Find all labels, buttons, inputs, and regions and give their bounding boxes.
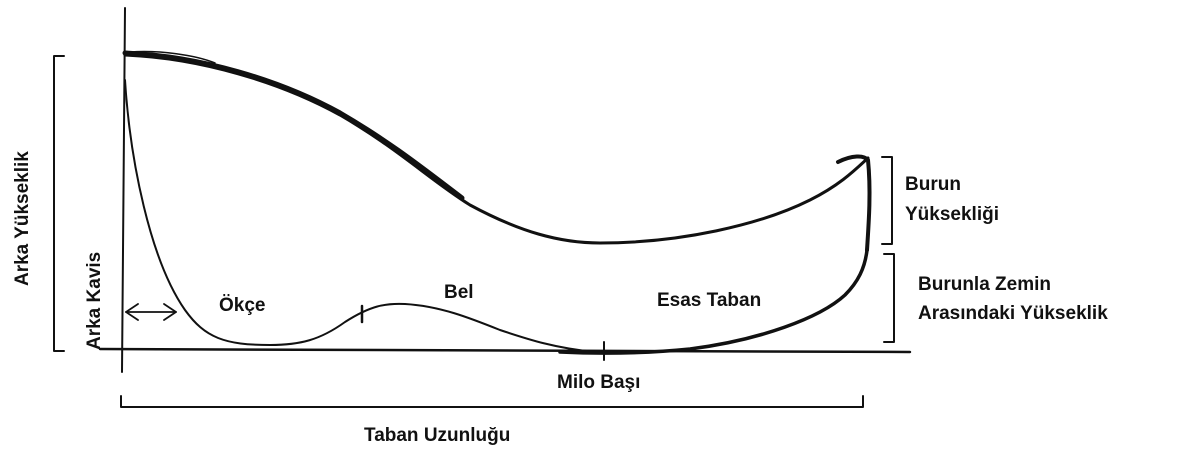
arka-yukseklik-bracket xyxy=(53,55,65,352)
bel-label: Bel xyxy=(444,282,474,303)
arka-kavis-arrow xyxy=(125,303,177,321)
arka-yukseklik-label: Arka Yükseklik xyxy=(12,151,33,286)
heel-top-lip xyxy=(129,50,216,64)
burun-yuksekligi-label-line1: Burun xyxy=(905,174,961,195)
esas-taban-label: Esas Taban xyxy=(657,290,762,311)
okce-label: Ökçe xyxy=(219,295,266,316)
burunla-zemin-label-line2: Arasındaki Yükseklik xyxy=(918,303,1108,324)
burunla-zemin-label-line1: Burunla Zemin xyxy=(918,274,1052,295)
toe-front-curve xyxy=(836,154,872,252)
sole-front-curve xyxy=(558,248,869,355)
milo-basi-label: Milo Başı xyxy=(557,372,641,393)
burunla-zemin-bracket xyxy=(883,253,895,343)
taban-uzunlugu-label: Taban Uzunluğu xyxy=(364,425,511,446)
arka-kavis-label: Arka Kavis xyxy=(84,251,105,350)
burun-yuksekligi-label-line2: Yüksekliği xyxy=(905,204,999,225)
upper-profile-thick xyxy=(122,50,465,201)
burun-yuksekligi-bracket xyxy=(881,156,893,245)
vertical-axis xyxy=(121,7,126,373)
ground-line xyxy=(98,347,912,354)
taban-uzunlugu-bracket xyxy=(120,395,864,408)
heel-back-curve xyxy=(124,79,596,353)
upper-profile-curve xyxy=(123,53,870,245)
